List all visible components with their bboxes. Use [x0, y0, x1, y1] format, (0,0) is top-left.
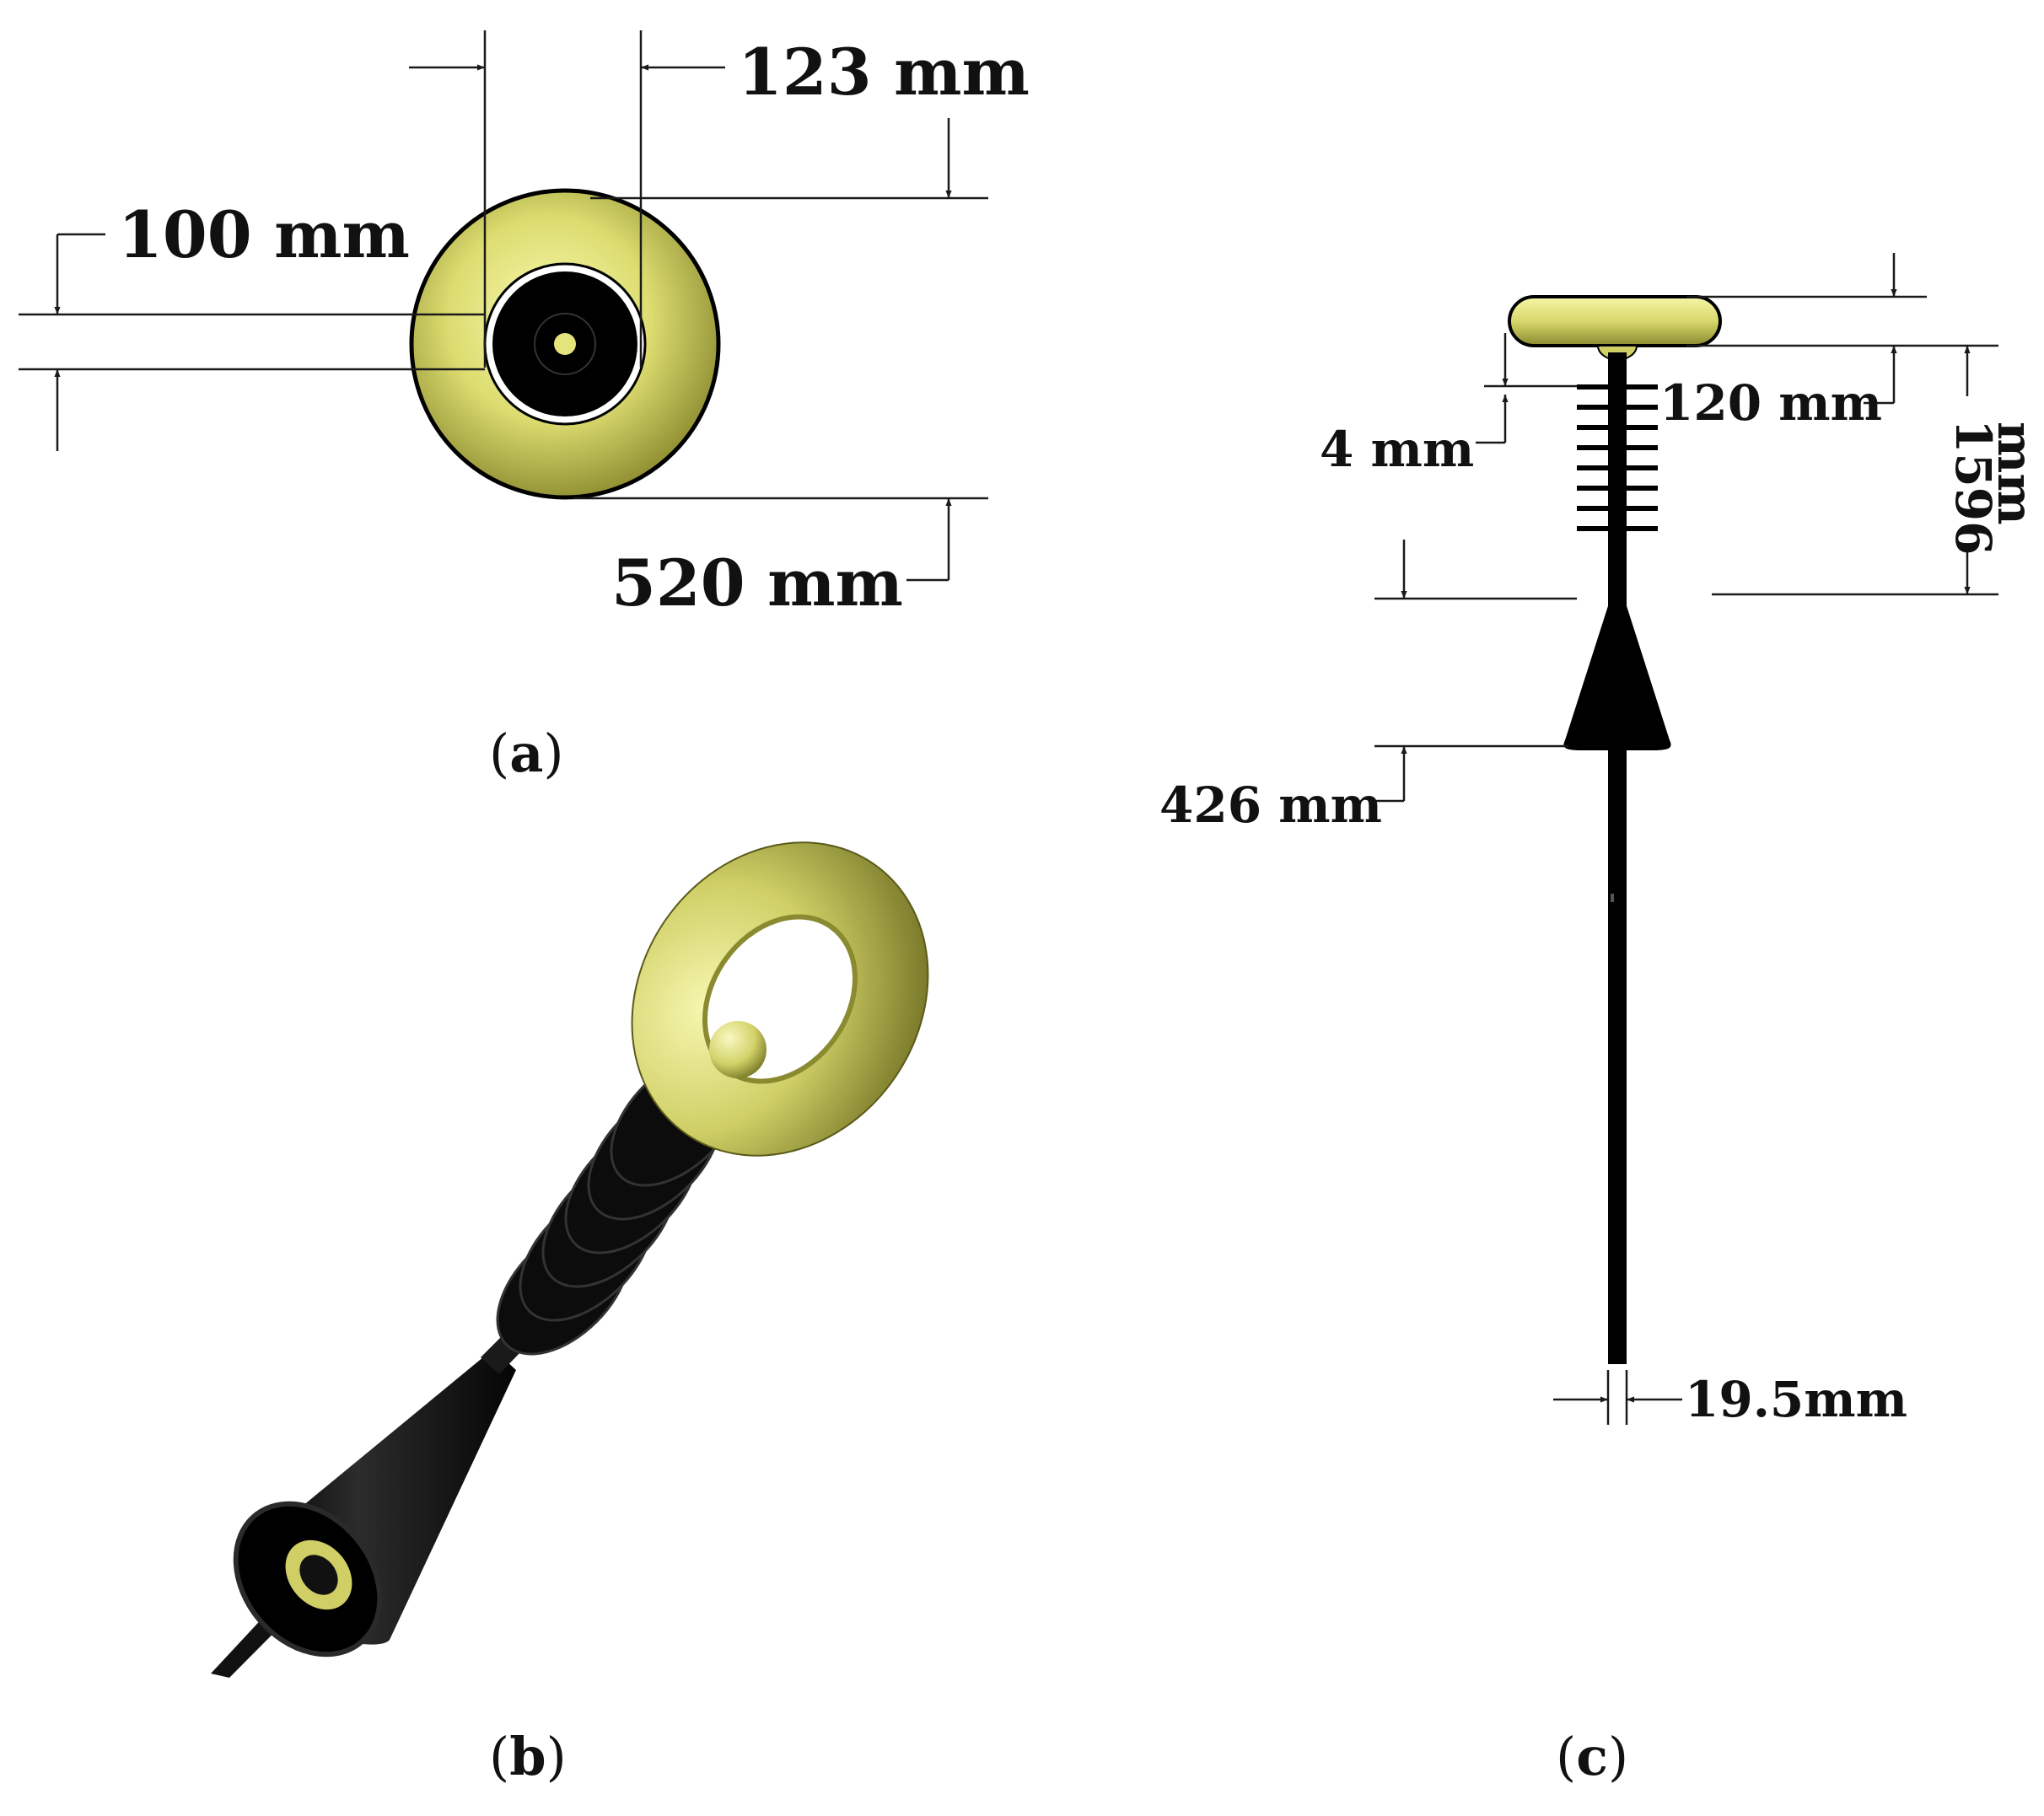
dimension-label-height-unit: mm — [1987, 422, 2044, 525]
cone-side — [1563, 590, 1671, 750]
insulator-sheds-side — [1577, 384, 1658, 531]
dimension-label-rod: 19.5mm — [1685, 1371, 1907, 1428]
dimension-lines-c — [1374, 253, 1998, 1425]
ring-top-view — [409, 188, 721, 500]
panel-a: 123 mm 100 mm 520 mm (a) — [19, 30, 1030, 784]
caption-c-letter: c — [1576, 1726, 1608, 1787]
dimension-lines-a — [19, 30, 988, 582]
corona-ring-side — [1508, 295, 1722, 347]
panel-b: (b) — [211, 841, 929, 1787]
dimension-label-inner-opening: 123 mm — [738, 35, 1030, 110]
dimension-label-cone: 426 mm — [1159, 776, 1382, 834]
caption-b: (b) — [489, 1726, 567, 1787]
caption-a: (a) — [489, 723, 564, 784]
dimension-label-outer-diameter: 520 mm — [611, 545, 903, 621]
dimension-label-height: 1596 — [1944, 419, 2002, 555]
dimension-label-ring-height: 120 mm — [1659, 374, 1882, 432]
caption-b-letter: b — [509, 1726, 546, 1787]
dimension-label-gap: 4 mm — [1320, 421, 1474, 478]
panel-c: 120 mm 4 mm 1596 mm 426 mm 19.5mm (c) — [1159, 253, 2044, 1787]
dimension-label-tube: 100 mm — [118, 197, 410, 272]
insulator-side-view — [1508, 295, 1722, 1364]
insulator-sheds-3d — [496, 1052, 745, 1356]
ball-electrode-3d — [709, 1021, 766, 1078]
rod-side — [1608, 352, 1627, 1364]
insulator-3d-view — [211, 841, 929, 1678]
caption-c: (c) — [1556, 1726, 1628, 1787]
caption-a-letter: a — [509, 723, 543, 784]
